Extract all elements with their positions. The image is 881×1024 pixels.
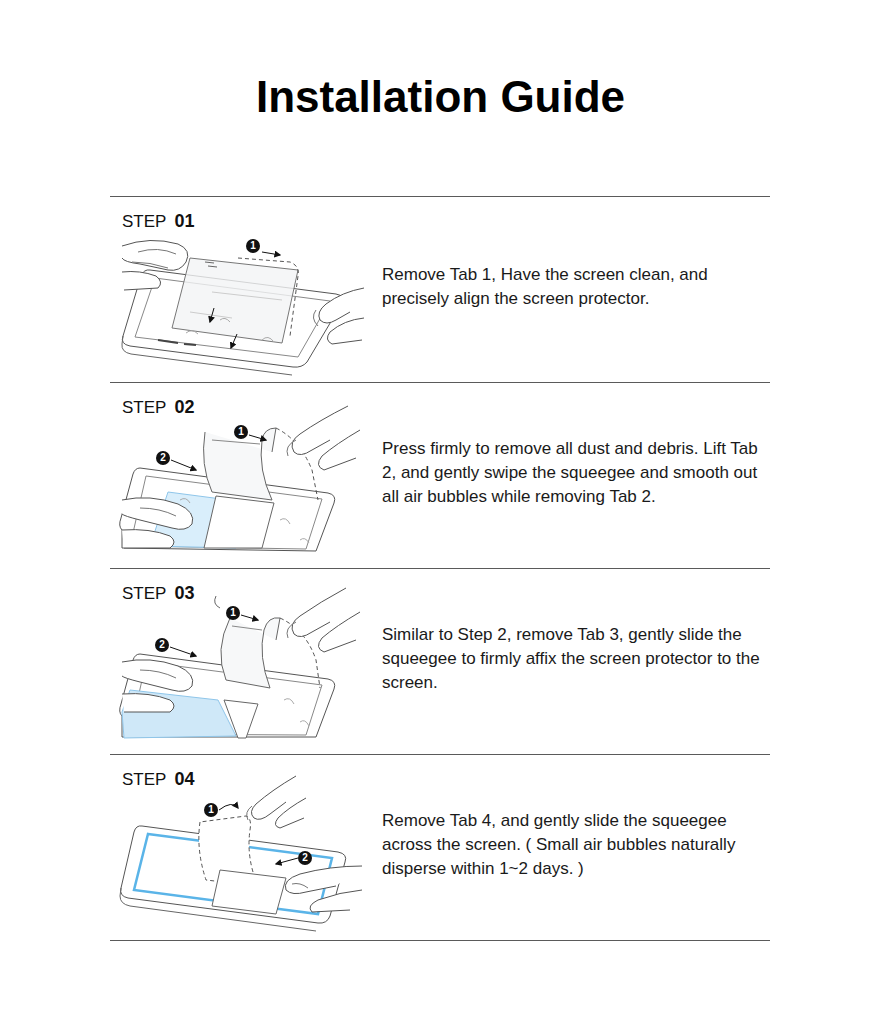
step-band: STEP 03Similar to Step 2, remove Tab 3, g… xyxy=(110,568,770,754)
line-art xyxy=(285,866,362,894)
line-art xyxy=(122,272,161,291)
line-art xyxy=(171,460,196,470)
line-art xyxy=(140,670,176,678)
line-art xyxy=(327,318,364,344)
line-art xyxy=(232,626,262,630)
step4-illustration xyxy=(120,776,362,931)
line-art xyxy=(140,508,176,516)
line-art xyxy=(190,292,282,318)
line-art xyxy=(287,440,296,456)
line-art xyxy=(318,612,360,652)
step-word: STEP xyxy=(122,398,166,417)
line-art xyxy=(122,694,174,712)
step-band: STEP 02Press firmly to remove all dust an… xyxy=(110,382,770,568)
line-art xyxy=(238,258,298,336)
line-art xyxy=(212,870,286,914)
step1-illustration xyxy=(122,240,364,375)
step-heading: STEP 02 xyxy=(122,397,194,418)
line-art xyxy=(241,615,258,620)
step-number: 03 xyxy=(174,583,194,603)
step-heading: STEP 04 xyxy=(122,769,194,790)
callout-number: 2 xyxy=(155,638,169,652)
line-art xyxy=(210,308,214,322)
line-art xyxy=(205,262,217,267)
line-art xyxy=(122,530,174,548)
line-art xyxy=(319,288,364,323)
line-art xyxy=(284,699,309,726)
line-art xyxy=(292,884,308,889)
callout-number: 2 xyxy=(156,451,170,465)
step-word: STEP xyxy=(122,584,166,603)
line-art xyxy=(158,340,196,345)
line-art xyxy=(212,440,260,444)
step-instruction: Remove Tab 4, and gently slide the squee… xyxy=(382,809,768,881)
line-art xyxy=(132,249,176,268)
step-instruction: Press firmly to remove all dust and debr… xyxy=(382,437,768,509)
line-art xyxy=(122,498,193,530)
line-art xyxy=(172,258,298,343)
line-art xyxy=(221,618,280,688)
line-art xyxy=(215,596,220,608)
line-art xyxy=(122,690,236,738)
callout-number: 1 xyxy=(246,239,260,253)
line-art xyxy=(262,252,280,255)
line-art xyxy=(186,318,274,342)
step-instruction: Remove Tab 1, Have the screen clean, and… xyxy=(382,263,768,311)
line-art xyxy=(318,430,360,470)
line-art xyxy=(122,660,193,692)
callout-number: 2 xyxy=(298,851,312,865)
step-number: 02 xyxy=(174,397,194,417)
line-art xyxy=(275,798,306,828)
callout-number: 1 xyxy=(204,803,218,817)
line-art xyxy=(122,336,292,375)
line-art xyxy=(204,496,274,548)
callout-number: 1 xyxy=(234,425,248,439)
line-art xyxy=(224,700,258,738)
guide-title: Installation Guide xyxy=(0,72,881,122)
line-art xyxy=(249,435,266,440)
step-heading: STEP 01 xyxy=(122,211,194,232)
callout-number: 1 xyxy=(226,606,240,620)
step-instruction: Similar to Step 2, remove Tab 3, gently … xyxy=(382,623,768,695)
step-band: STEP 01Remove Tab 1, Have the screen clea… xyxy=(110,196,770,382)
step3-illustration xyxy=(120,588,360,738)
step-word: STEP xyxy=(122,212,166,231)
step-word: STEP xyxy=(122,770,166,789)
step-heading: STEP 03 xyxy=(122,583,194,604)
line-art xyxy=(122,240,188,270)
line-art xyxy=(313,310,318,326)
line-art xyxy=(170,647,196,656)
step-band: STEP 04Remove Tab 4, and gently slide the… xyxy=(110,754,770,941)
step-number: 04 xyxy=(174,769,194,789)
line-art xyxy=(287,622,296,638)
line-art xyxy=(219,804,238,810)
step2-illustration xyxy=(120,406,360,551)
line-art xyxy=(231,334,237,348)
line-art xyxy=(310,890,362,912)
line-art xyxy=(276,858,298,864)
step-number: 01 xyxy=(174,211,194,231)
line-art xyxy=(247,806,252,820)
